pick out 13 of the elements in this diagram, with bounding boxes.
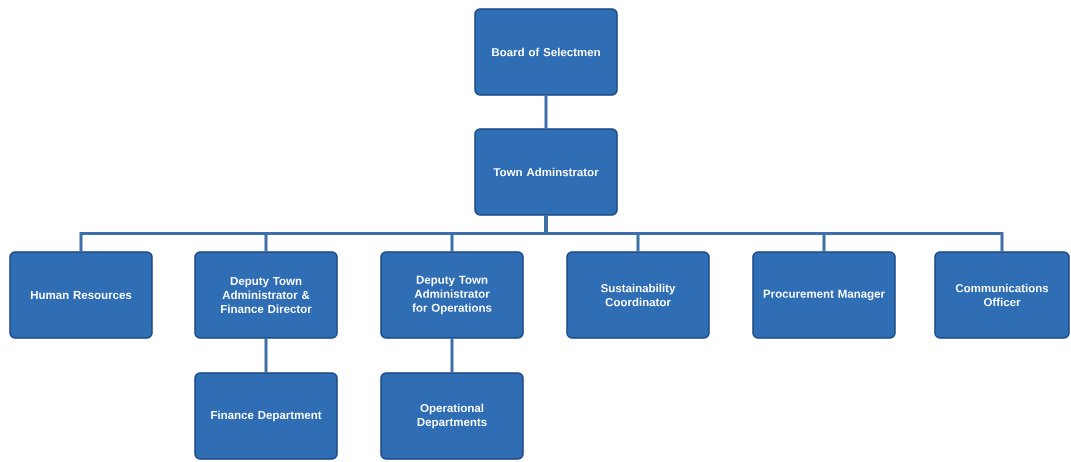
connector-line — [264, 338, 268, 373]
org-box: Sustainability Coordinator — [566, 251, 710, 339]
org-box: Finance Department — [194, 372, 338, 460]
connector-line — [450, 338, 454, 373]
org-box: Town Adminstrator — [474, 128, 618, 216]
org-box: Operational Departments — [380, 372, 524, 460]
org-box: Communications Officer — [934, 251, 1070, 339]
org-box: Procurement Manager — [752, 251, 896, 339]
org-box: Board of Selectmen — [474, 8, 618, 96]
connector-line — [544, 95, 548, 129]
org-box: Deputy Town Administrator & Finance Director — [194, 251, 338, 339]
org-box: Deputy Town Administrator for Operations — [380, 251, 524, 339]
org-box: Human Resources — [9, 251, 153, 339]
